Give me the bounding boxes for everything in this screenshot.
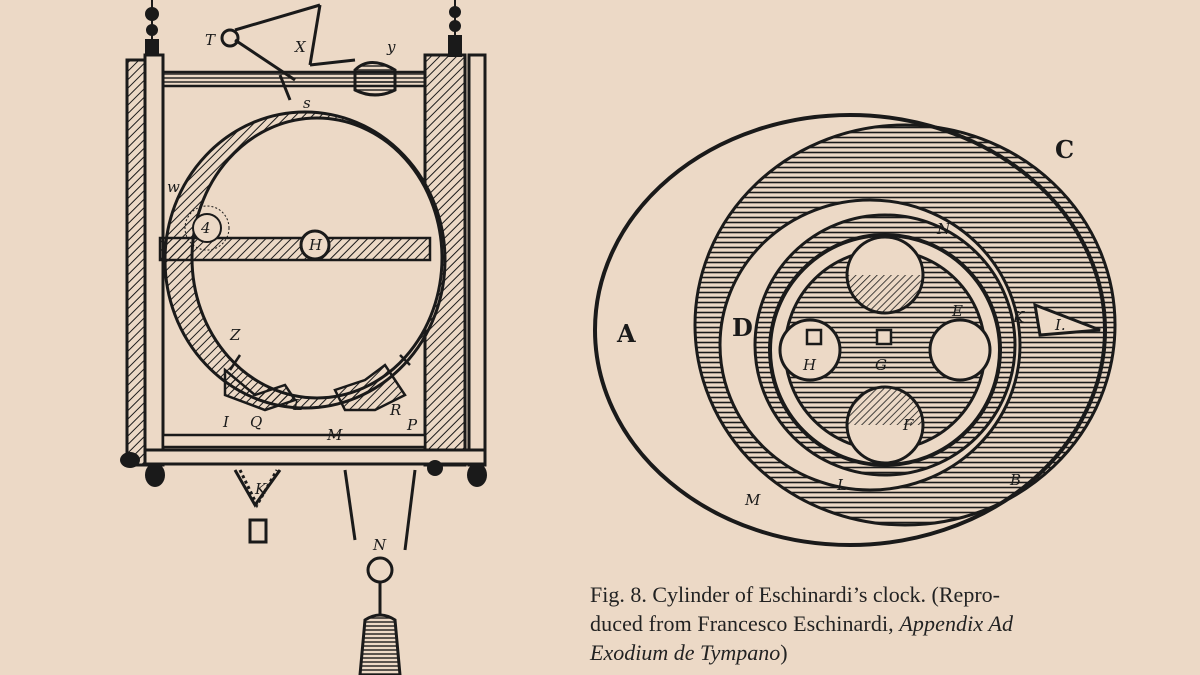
label-W: w <box>167 178 180 196</box>
figure-caption: Fig. 8. Cylinder of Eschinardi’s clock. … <box>590 580 1170 667</box>
label-T: T <box>205 31 216 49</box>
label-R: R <box>389 401 401 419</box>
label-X: X <box>294 38 307 56</box>
label-Q: Q <box>250 413 262 431</box>
square-H <box>805 328 823 346</box>
axle-hub <box>299 229 331 261</box>
label-L-right: L <box>836 476 847 494</box>
frame-bottom-rail <box>161 433 427 449</box>
label-N: N <box>372 536 387 554</box>
label-4: 4 <box>200 219 211 237</box>
label-M-right: M <box>744 491 761 509</box>
label-F-right: F <box>902 416 914 434</box>
label-M: M <box>326 426 343 444</box>
caption-line-2: duced from Francesco Eschinardi, Appendi… <box>590 609 1170 638</box>
label-D-right: D <box>732 313 753 342</box>
frame-feet <box>120 452 487 487</box>
cylinder-section-illustration: C N A D E K I. H G F M L B <box>593 113 1117 547</box>
label-K: K <box>254 480 267 498</box>
label-B-right: B <box>1009 471 1021 489</box>
left-hanging-chain <box>145 0 159 61</box>
label-I-right: I. <box>1054 316 1066 334</box>
label-Y: y <box>386 38 396 56</box>
clock-frame-illustration: T X y s w 4 H Z I Q L M R P K N <box>120 0 487 675</box>
bell-weight <box>358 613 402 675</box>
pointer <box>1033 302 1101 337</box>
cylinder-drum <box>158 110 447 410</box>
caption-line-3: Exodium de Tympano) <box>590 638 1170 667</box>
label-E-right: E <box>951 302 963 320</box>
label-G-right: G <box>875 356 887 374</box>
label-K-right: K <box>1012 308 1025 326</box>
caption-line-2-plain: duced from Francesco Eschinardi, <box>590 611 900 636</box>
caption-line-1: Fig. 8. Cylinder of Eschinardi’s clock. … <box>590 582 1000 607</box>
label-Z: Z <box>229 326 241 344</box>
label-L: L <box>292 396 303 414</box>
top-lever-mechanism <box>220 3 397 101</box>
escapement-gears <box>223 354 411 412</box>
weight-cords <box>233 469 417 615</box>
label-H: H <box>308 236 323 254</box>
label-C-right: C <box>1055 135 1074 164</box>
square-G <box>875 328 893 346</box>
right-hanging-chain <box>448 0 462 57</box>
label-N-right: N <box>936 220 951 238</box>
label-S: s <box>303 94 311 112</box>
label-P: P <box>406 416 418 434</box>
label-I: I <box>222 413 230 431</box>
label-H-right: H <box>802 356 817 374</box>
label-A-right: A <box>616 319 636 348</box>
caption-line-2-italic: Appendix Ad <box>899 611 1014 636</box>
caption-line-3-italic: Exodium de Tympano <box>590 640 781 665</box>
caption-line-3-plain: ) <box>780 640 788 665</box>
